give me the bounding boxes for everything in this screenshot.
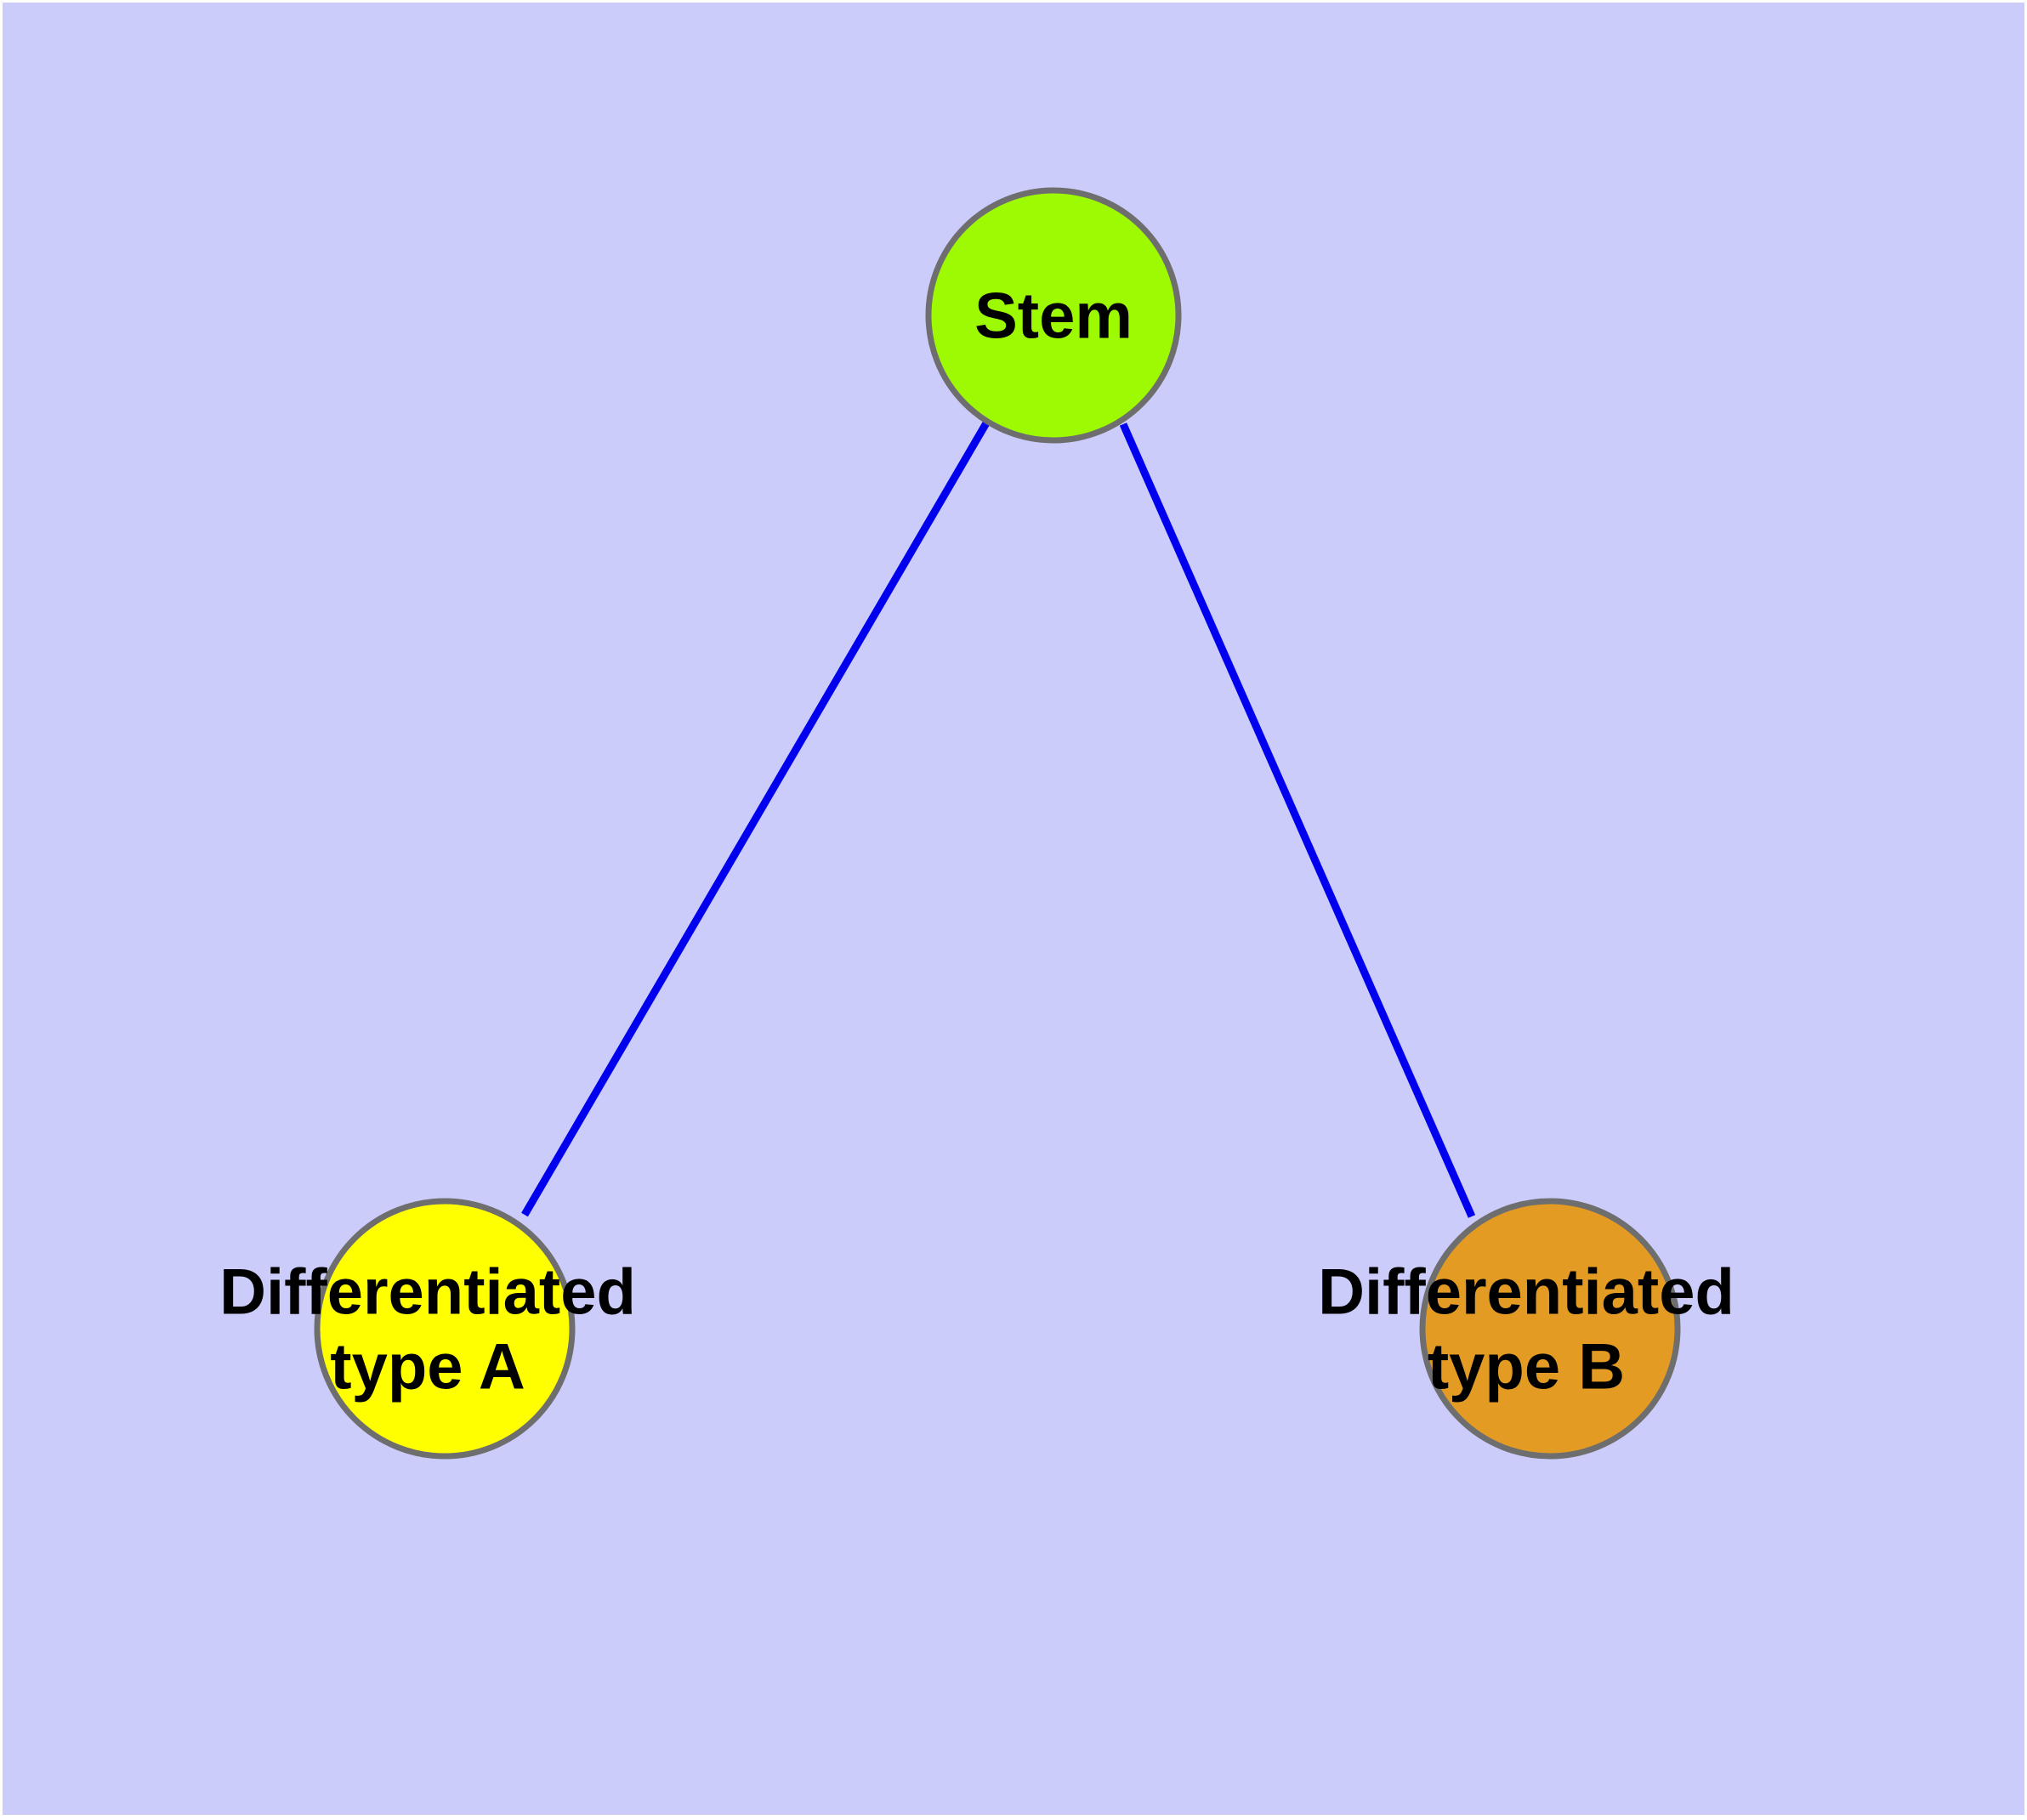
node-label-line: Differentiated xyxy=(1318,1256,1735,1329)
graph-edge[interactable] xyxy=(1119,422,1476,1218)
node-label-line: type B xyxy=(1428,1331,1625,1403)
nodes-layer xyxy=(314,187,1681,1460)
node-label-line: type A xyxy=(330,1331,525,1403)
edges-layer xyxy=(521,419,1476,1218)
graph-node-diff_a[interactable] xyxy=(314,1198,576,1460)
graph-edge[interactable] xyxy=(521,419,991,1217)
node-label-line: Stem xyxy=(974,281,1133,353)
graph-node-diff_b[interactable] xyxy=(1419,1198,1681,1460)
graph-node-stem[interactable] xyxy=(925,187,1182,444)
node-label-line: Differentiated xyxy=(219,1256,636,1329)
node-label-stem: Stem xyxy=(974,281,1133,353)
